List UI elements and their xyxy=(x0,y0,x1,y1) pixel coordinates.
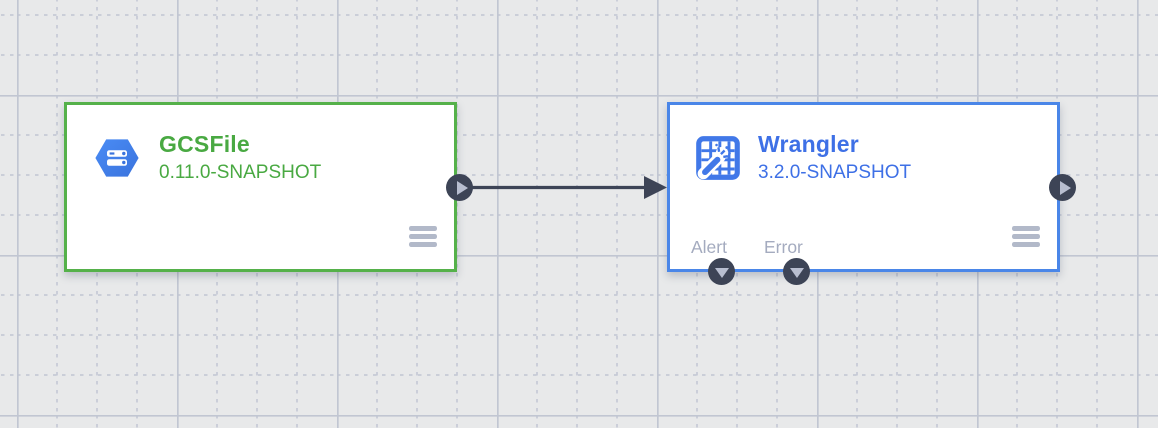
alert-port[interactable] xyxy=(708,258,735,285)
node-header: Wrangler 3.2.0-SNAPSHOT xyxy=(696,131,911,185)
node-header: GCSFile 0.11.0-SNAPSHOT xyxy=(93,131,321,185)
node-version: 3.2.0-SNAPSHOT xyxy=(758,162,912,183)
gcs-hexagon-icon xyxy=(95,139,139,177)
error-port-label: Error xyxy=(764,237,803,257)
node-title: GCSFile xyxy=(159,131,250,157)
node-gcsfile[interactable]: GCSFile 0.11.0-SNAPSHOT xyxy=(64,102,473,272)
hamburger-icon xyxy=(409,226,437,231)
output-port[interactable] xyxy=(446,174,473,201)
node-menu-button[interactable] xyxy=(409,226,437,247)
play-icon xyxy=(456,180,468,195)
node-menu-button[interactable] xyxy=(1012,226,1040,247)
error-port[interactable] xyxy=(783,258,810,285)
caret-down-icon xyxy=(714,268,729,278)
hamburger-icon xyxy=(1012,226,1040,231)
output-port[interactable] xyxy=(1049,174,1076,201)
node-wrangler[interactable]: Wrangler 3.2.0-SNAPSHOT Alert Error xyxy=(667,102,1076,285)
play-icon xyxy=(1059,180,1071,195)
wrangler-table-wand-icon xyxy=(696,136,740,180)
node-version: 0.11.0-SNAPSHOT xyxy=(159,162,322,183)
alert-port-label: Alert xyxy=(691,237,727,257)
node-title: Wrangler xyxy=(758,131,859,157)
caret-down-icon xyxy=(789,268,804,278)
